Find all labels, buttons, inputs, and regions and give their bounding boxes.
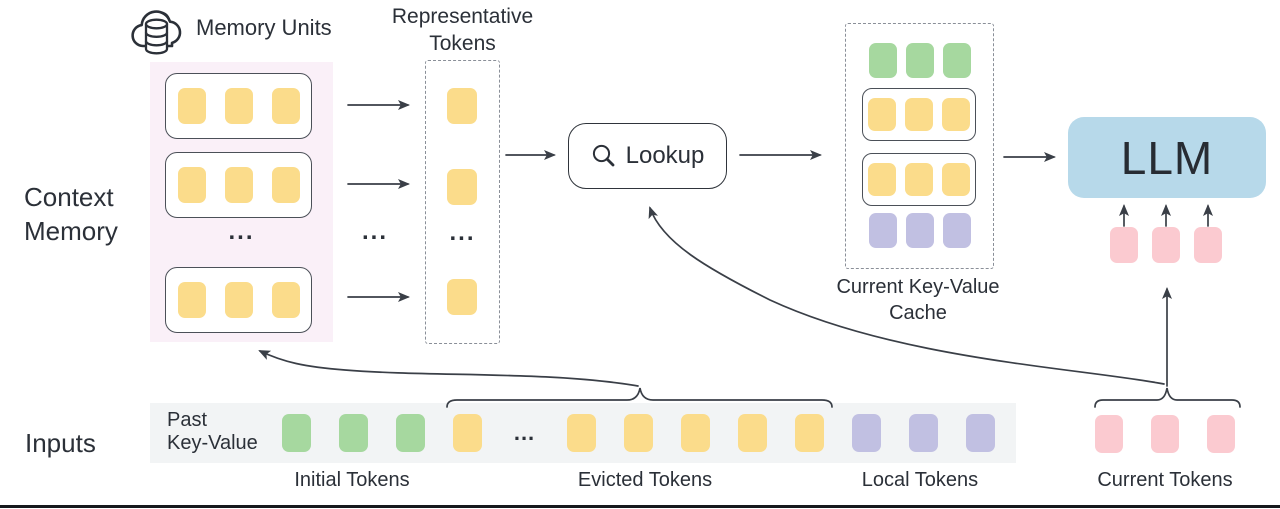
current-kv-cache-label: Current Key-Value Cache: [820, 274, 1016, 326]
yellow-token: [177, 282, 206, 318]
current-tokens-group: [1095, 415, 1235, 453]
yellow-token: [681, 414, 710, 452]
llm-input-tokens: [1110, 227, 1222, 263]
memory-units-label: Memory Units: [196, 15, 332, 40]
representative-token-1: [447, 88, 477, 124]
current-kv-cache-label-line2: Cache: [889, 302, 947, 324]
purple-token: [909, 414, 938, 452]
yellow-token: [177, 167, 206, 203]
brace-current-tokens: [1094, 387, 1241, 408]
past-key-value-label-line2: Key-Value: [167, 432, 258, 454]
green-token: [396, 414, 425, 452]
pink-token: [1194, 227, 1222, 263]
green-token: [339, 414, 368, 452]
green-token: [942, 43, 971, 78]
current-tokens-label: Current Tokens: [1097, 469, 1233, 491]
green-token: [905, 43, 934, 78]
curve-evicted-to-context-memory: [258, 350, 639, 387]
memory-unit-1: [165, 73, 312, 139]
representative-tokens-label-line2: Tokens: [429, 32, 496, 55]
current-kv-cache-label-line1: Current Key-Value: [836, 276, 1000, 298]
past-key-value-label: Past Key-Value: [167, 409, 258, 455]
initial-tokens-label: Initial Tokens: [294, 469, 410, 491]
purple-token: [942, 213, 971, 248]
yellow-token: [271, 167, 300, 203]
context-memory-label: Context Memory: [24, 180, 118, 248]
figure-bottom-rule: [0, 505, 1280, 508]
green-token: [868, 43, 897, 78]
llm-box: LLM: [1068, 117, 1266, 198]
cache-row-initial: [846, 43, 993, 78]
yellow-token: [567, 414, 596, 452]
representative-tokens-box: ...: [425, 60, 500, 344]
cache-row-unit-1: [862, 88, 976, 141]
yellow-token: [942, 98, 970, 131]
yellow-token: [224, 167, 253, 203]
llm-label: LLM: [1120, 131, 1214, 184]
representative-tokens-label: Representative Tokens: [380, 3, 545, 57]
evicted-tokens-label: Evicted Tokens: [577, 469, 713, 491]
purple-token: [852, 414, 881, 452]
yellow-token: [224, 282, 253, 318]
pink-token: [1110, 227, 1138, 263]
yellow-token: [224, 88, 253, 124]
memory-unit-3: [165, 267, 312, 333]
purple-token: [905, 213, 934, 248]
yellow-token: [177, 88, 206, 124]
memory-units-ellipsis: ...: [228, 218, 255, 245]
yellow-token: [271, 88, 300, 124]
representative-token-2: [447, 169, 477, 205]
inputs-label: Inputs: [25, 428, 96, 458]
past-key-value-label-line1: Past: [167, 409, 208, 431]
pink-token: [1207, 415, 1235, 453]
yellow-token: [624, 414, 653, 452]
lookup-label: Lookup: [625, 142, 705, 169]
context-memory-label-line2: Memory: [24, 216, 118, 246]
lookup-box: Lookup: [568, 123, 727, 189]
context-memory-panel: ...: [150, 62, 333, 342]
yellow-token: [738, 414, 767, 452]
representative-ellipsis: ...: [449, 219, 476, 246]
pink-token: [1151, 415, 1179, 453]
context-memory-label-line1: Context: [24, 182, 114, 212]
yellow-token: [453, 414, 482, 452]
yellow-token: [271, 282, 300, 318]
green-token: [282, 414, 311, 452]
representative-token-3: [447, 279, 477, 315]
yellow-token: [868, 163, 896, 196]
pink-token: [1095, 415, 1123, 453]
yellow-token: [905, 163, 933, 196]
current-kv-cache-box: [845, 23, 994, 269]
memory-unit-2: [165, 152, 312, 218]
cache-row-unit-2: [862, 153, 976, 206]
local-tokens-label: Local Tokens: [861, 469, 979, 491]
purple-token: [966, 414, 995, 452]
representative-tokens-label-line1: Representative: [391, 5, 534, 28]
pink-token: [1152, 227, 1180, 263]
purple-token: [868, 213, 897, 248]
past-key-value-sequence: ...: [282, 414, 995, 452]
cache-row-local: [846, 213, 993, 248]
yellow-token: [942, 163, 970, 196]
yellow-token: [795, 414, 824, 452]
cloud-database-icon: [131, 10, 182, 55]
search-icon: [592, 144, 615, 167]
yellow-token: [868, 98, 896, 131]
yellow-token: [905, 98, 933, 131]
sequence-ellipsis: ...: [513, 420, 536, 445]
between-ellipsis: ...: [361, 218, 388, 245]
